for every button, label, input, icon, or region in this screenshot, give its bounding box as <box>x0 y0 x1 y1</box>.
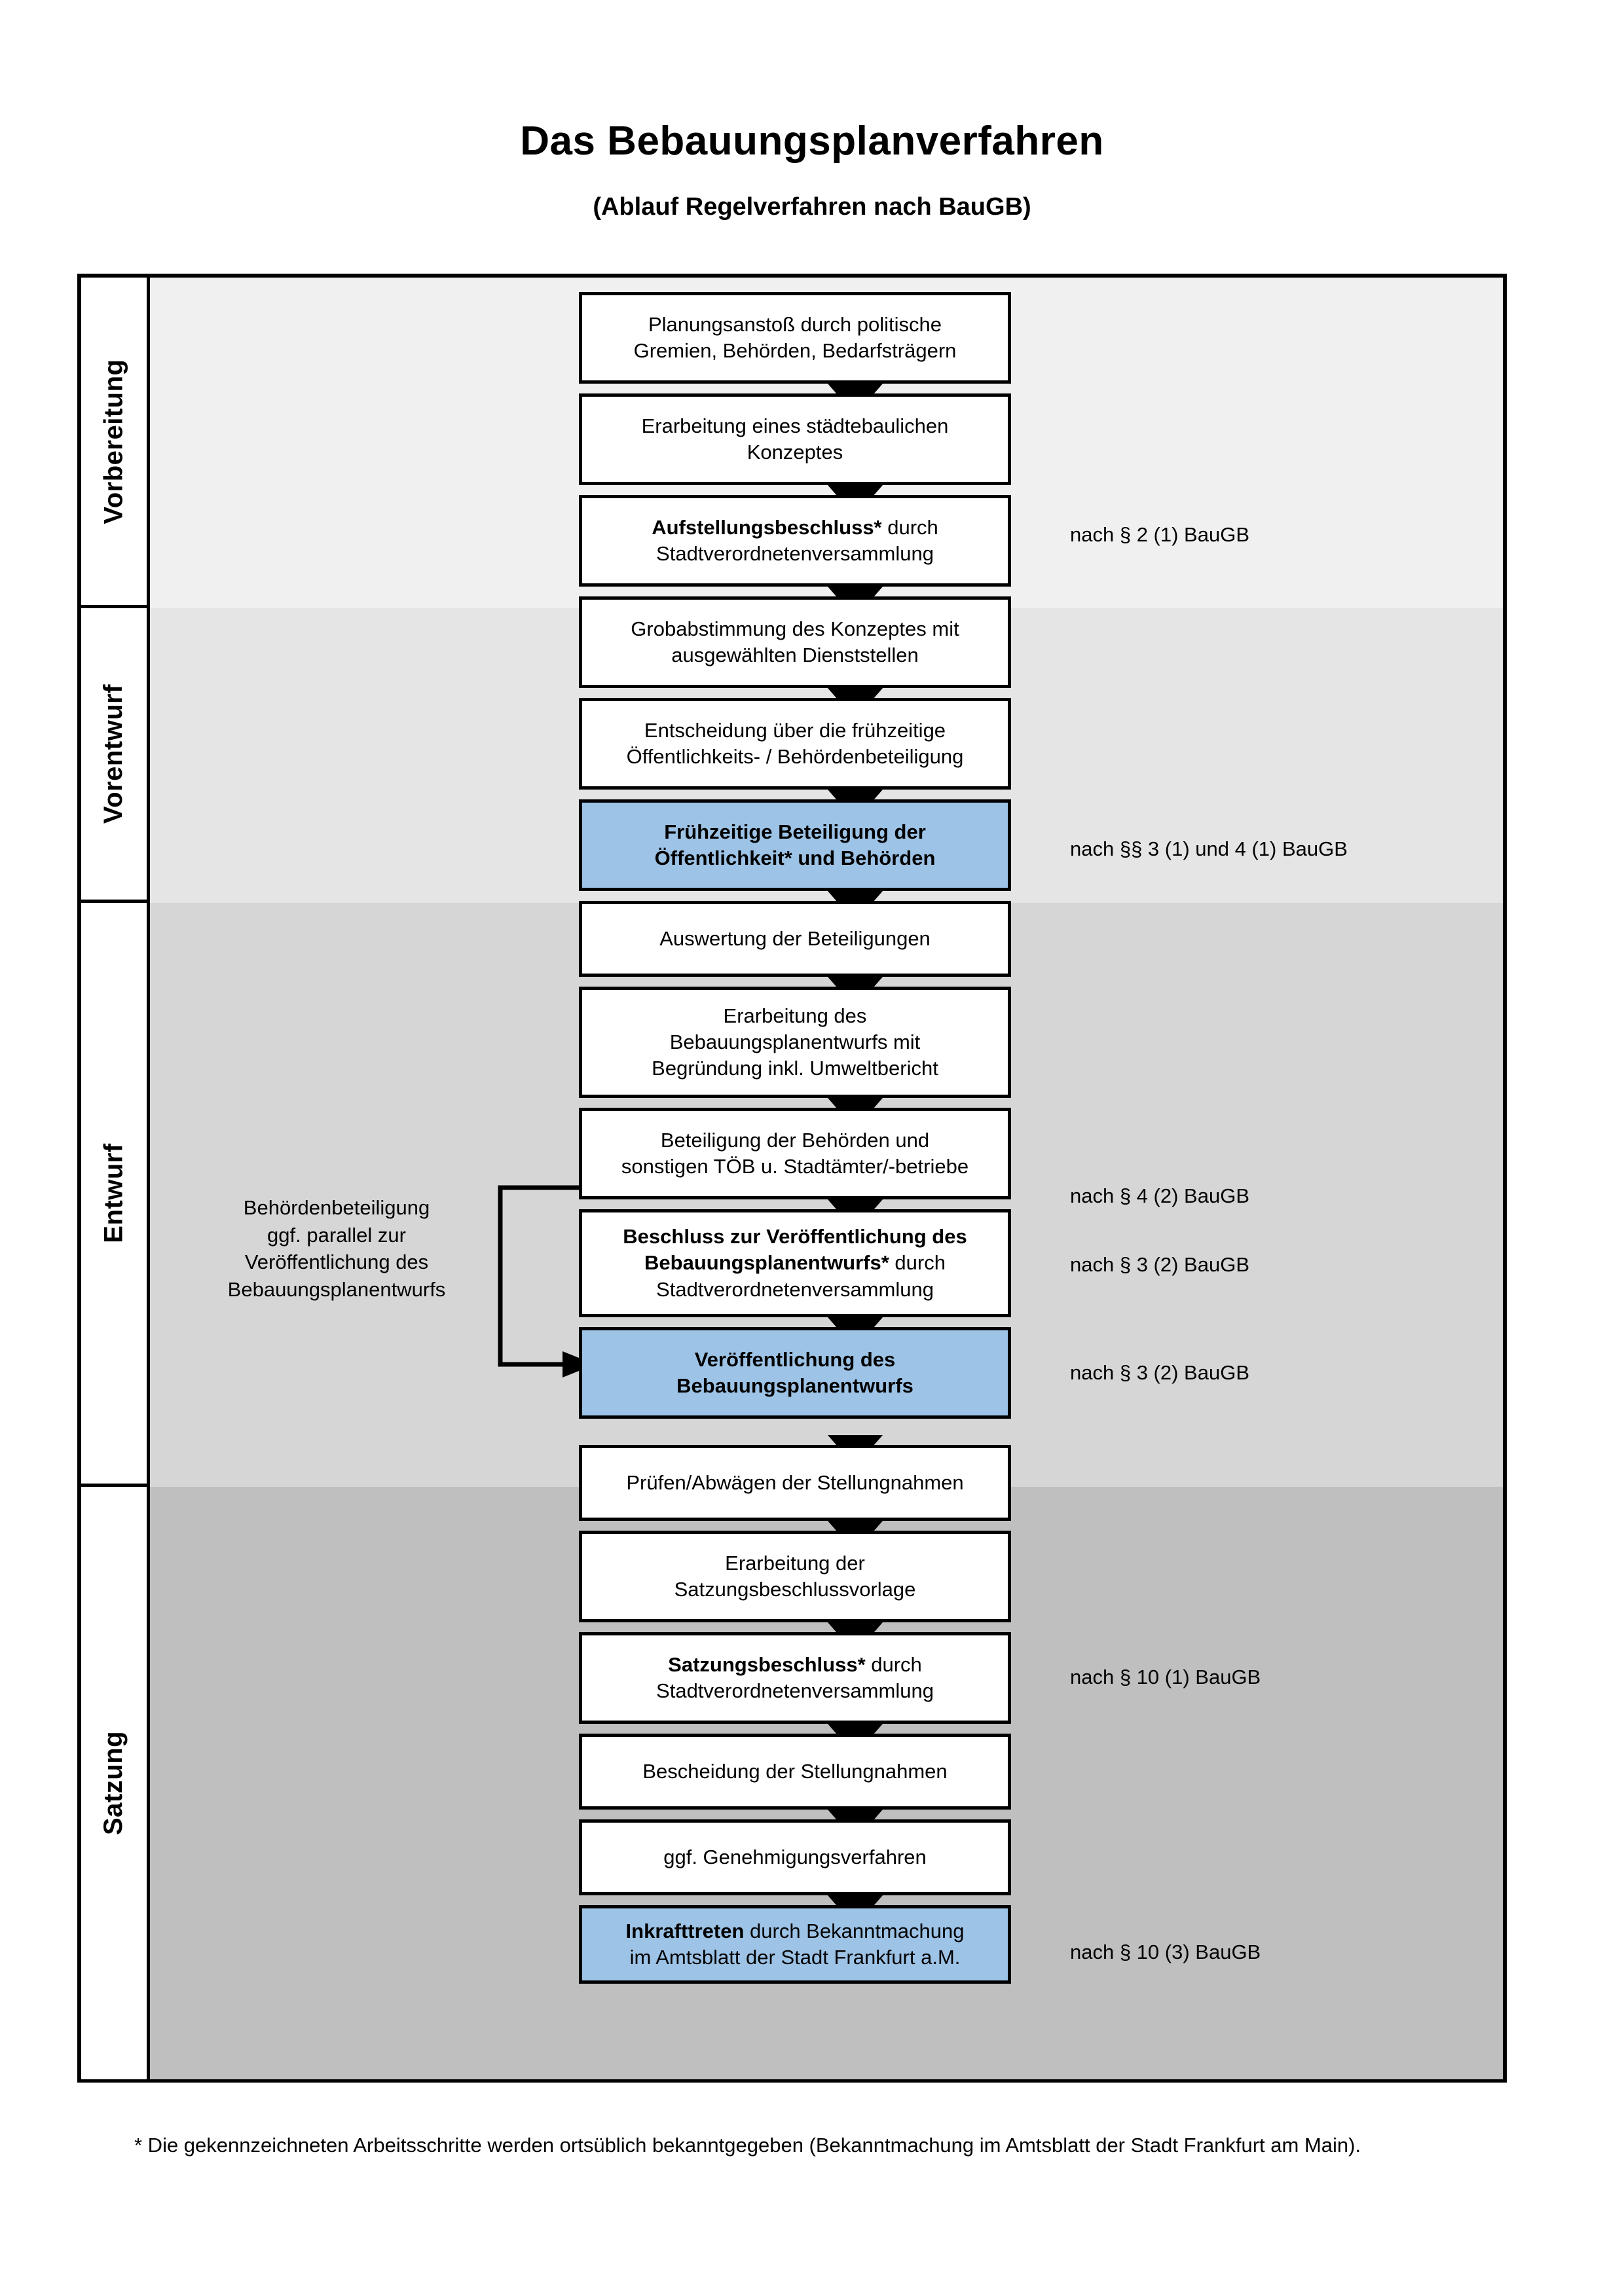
step-line-1: Planungsanstoß durch politische <box>648 312 942 336</box>
step-line-2: Gremien, Behörden, Bedarfsträgern <box>633 339 957 362</box>
phase-label-entwurf: Entwurf <box>81 903 147 1487</box>
loop-note-line-1: Behördenbeteiligung <box>243 1196 430 1219</box>
step-line-2: sonstigen TÖB u. Stadtämter/-betriebe <box>621 1155 969 1178</box>
step-line-2: Bebauungsplanentwurfs <box>676 1374 913 1397</box>
step-line-3: Begründung inkl. Umweltbericht <box>652 1057 938 1080</box>
step-line-1: Erarbeitung des <box>723 1004 867 1027</box>
loop-note-line-4: Bebauungsplanentwurfs <box>227 1277 446 1301</box>
step-line-2: Satzungsbeschlussvorlage <box>674 1578 916 1601</box>
phase-label-text: Vorbereitung <box>99 359 128 524</box>
step-line-2: Stadtverordnetenversammlung <box>656 1679 934 1702</box>
step-line-1: Erarbeitung eines städtebaulichen <box>641 414 949 437</box>
step-line-1: Beteiligung der Behörden und <box>660 1128 930 1152</box>
legal-ref-2-1: nach § 2 (1) BauGB <box>1070 523 1249 546</box>
phase-label-text: Satzung <box>99 1730 128 1836</box>
step-line-1: Frühzeitige Beteiligung der <box>664 820 926 843</box>
legal-ref-4-2: nach § 4 (2) BauGB <box>1070 1184 1249 1207</box>
step-box-inkrafttreten[interactable]: Inkrafttreten durch Bekanntmachung im Amt… <box>579 1905 1011 1984</box>
legal-ref-3-2-b: nach § 3 (2) BauGB <box>1070 1361 1249 1384</box>
legal-ref-10-3: nach § 10 (3) BauGB <box>1070 1941 1261 1963</box>
step-line-1: durch <box>881 515 938 539</box>
step-line-1: Erarbeitung der <box>725 1551 865 1575</box>
step-box-genehmigungsverfahren[interactable]: ggf. Genehmigungsverfahren <box>579 1819 1011 1895</box>
legal-ref-3-2-a: nach § 3 (2) BauGB <box>1070 1253 1249 1276</box>
step-line-2: Stadtverordnetenversammlung <box>656 542 934 565</box>
step-bold-term: Inkrafttreten <box>625 1919 745 1942</box>
footnote-line-1: * Die gekennzeichneten Arbeitsschritte w… <box>134 2134 1179 2157</box>
title-block: Das Bebauungsplanverfahren (Ablauf Regel… <box>0 118 1624 221</box>
step-line-1: Prüfen/Abwägen der Stellungnahmen <box>626 1470 964 1494</box>
step-box-grobabstimmung[interactable]: Grobabstimmung des Konzeptes mit ausgewäh… <box>579 596 1011 688</box>
step-line-2b: durch <box>889 1251 946 1275</box>
phase-label-vorentwurf: Vorentwurf <box>81 608 147 903</box>
phase-label-text: Vorentwurf <box>99 683 128 824</box>
step-line-2: im Amtsblatt der Stadt Frankfurt a.M. <box>629 1946 961 1969</box>
footnote: * Die gekennzeichneten Arbeitsschritte w… <box>134 2130 1506 2161</box>
step-line-1: Bescheidung der Stellungnahmen <box>642 1759 948 1783</box>
step-bold-term: Satzungsbeschluss* <box>668 1652 866 1676</box>
step-line-1: Veröffentlichung des <box>694 1347 896 1371</box>
step-box-auswertung[interactable]: Auswertung der Beteiligungen <box>579 901 1011 977</box>
step-line-1: durch <box>865 1652 922 1676</box>
phase-label-vorbereitung: Vorbereitung <box>81 278 147 608</box>
step-line-1: Auswertung der Beteiligungen <box>659 926 931 950</box>
step-line-1: ggf. Genehmigungsverfahren <box>663 1845 927 1868</box>
step-line-2: Konzeptes <box>747 441 843 464</box>
flowchart-frame: Vorbereitung Vorentwurf Entwurf Satzung … <box>77 274 1507 2083</box>
loop-note-line-2: ggf. parallel zur <box>267 1223 406 1247</box>
phase-label-text: Entwurf <box>99 1143 128 1243</box>
step-box-behoerdenbeteiligung[interactable]: Beteiligung der Behörden und sonstigen TÖ… <box>579 1108 1011 1199</box>
page-subtitle: (Ablauf Regelverfahren nach BauGB) <box>593 193 1031 221</box>
phase-label-satzung: Satzung <box>81 1487 147 2079</box>
step-line-1: Beschluss zur Veröffentlichung des <box>623 1225 967 1248</box>
step-line-1: Grobabstimmung des Konzeptes mit <box>631 617 959 640</box>
legal-ref-10-1: nach § 10 (1) BauGB <box>1070 1666 1261 1688</box>
loop-annotation: Behördenbeteiligung ggf. parallel zur Ve… <box>186 1194 487 1303</box>
step-line-2: Öffentlichkeits- / Behördenbeteiligung <box>626 745 964 768</box>
step-bold-term: Aufstellungsbeschluss* <box>652 515 882 539</box>
footnote-line-2: Frankfurt am Main). <box>1183 2134 1361 2157</box>
phase-column-divider <box>147 278 150 2079</box>
legal-ref-3-4: nach §§ 3 (1) und 4 (1) BauGB <box>1070 837 1348 860</box>
step-line-3: Stadtverordnetenversammlung <box>656 1277 934 1301</box>
loop-note-line-3: Veröffentlichung des <box>244 1250 429 1274</box>
page-title: Das Bebauungsplanverfahren <box>520 118 1104 164</box>
step-line-1: durch Bekanntmachung <box>744 1919 965 1942</box>
step-line-2: Bebauungsplanentwurfs mit <box>669 1030 921 1053</box>
step-line-1: Entscheidung über die frühzeitige <box>644 718 946 742</box>
step-box-bescheidung[interactable]: Bescheidung der Stellungnahmen <box>579 1734 1011 1810</box>
step-line-2: ausgewählten Dienststellen <box>671 644 919 666</box>
step-line-2: Bebauungsplanentwurfs* <box>644 1251 889 1275</box>
step-box-pruefen-abwaegen[interactable]: Prüfen/Abwägen der Stellungnahmen <box>579 1445 1011 1521</box>
step-line-2: Öffentlichkeit* und Behörden <box>654 847 936 869</box>
